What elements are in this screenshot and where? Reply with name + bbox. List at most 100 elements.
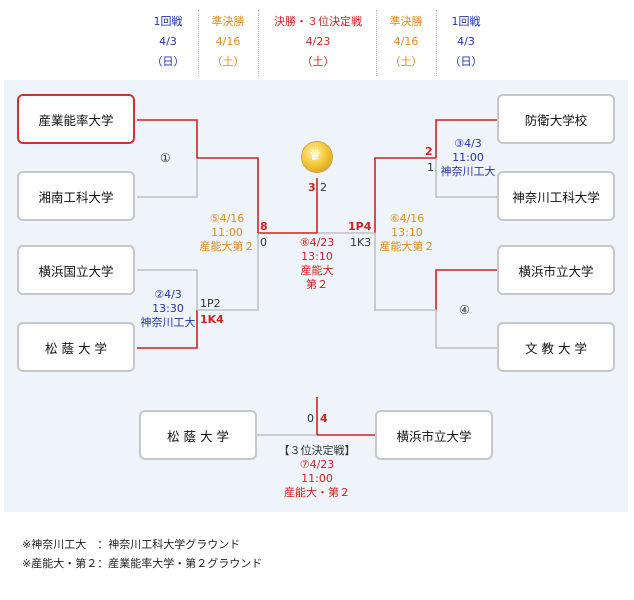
round-name: 決勝・３位決定戦 xyxy=(274,15,362,28)
match5-score-bottom: 0 xyxy=(260,236,267,249)
round-name: 1回戦 xyxy=(451,15,481,28)
match6-date: ⑥4/16 xyxy=(389,212,425,225)
line-m1-bottom xyxy=(137,158,198,198)
match3-time: 11:00 xyxy=(452,151,484,164)
line-m2-bottom xyxy=(137,310,198,349)
final-score-right: 2 xyxy=(320,181,327,194)
line-m2-top xyxy=(137,269,198,310)
team-name: 防衛大学校 xyxy=(524,112,588,128)
match1-label: ① xyxy=(160,151,171,165)
final-info: ⑧4/23 13:10 産能大 第２ xyxy=(287,236,347,292)
team-left-2[interactable]: 湘南工科大学 xyxy=(17,171,135,221)
line-m6-bottom xyxy=(374,233,436,311)
round-day: （日） xyxy=(151,55,185,68)
third-place-info: 【３位決定戦】 ⑦4/23 11:00 産能大・第２ xyxy=(267,444,367,500)
third-place-venue: 産能大・第２ xyxy=(284,486,350,499)
match6-venue: 産能大第２ xyxy=(379,240,435,253)
round-name: 準決勝 xyxy=(389,15,423,28)
round-day: （土） xyxy=(389,55,423,68)
match5-score-top: 8 xyxy=(260,220,268,233)
match5-venue: 産能大第２ xyxy=(199,240,255,253)
match2-score-bottom: 1K4 xyxy=(200,313,224,326)
header-divider xyxy=(376,10,377,76)
third-place-team-left[interactable]: 松 蔭 大 学 xyxy=(139,410,257,460)
trophy-icon: ♛ xyxy=(302,142,332,172)
match5-info: ⑤4/16 11:00 産能大第２ xyxy=(196,212,258,254)
third-place-date: ⑦4/23 xyxy=(299,458,335,471)
match5-time: 11:00 xyxy=(211,226,243,239)
match4-label: ④ xyxy=(459,303,470,317)
match2-date: ②4/3 xyxy=(154,288,182,301)
round-date: 4/16 xyxy=(393,35,419,48)
header-divider xyxy=(258,10,259,76)
team-name: 湘南工科大学 xyxy=(38,189,114,205)
match6-info: ⑥4/16 13:10 産能大第２ xyxy=(377,212,437,254)
match3-info: ③4/3 11:00 神奈川工大 xyxy=(438,137,498,179)
line-m6-top xyxy=(374,157,436,233)
header-divider xyxy=(436,10,437,76)
round-date: 4/3 xyxy=(159,35,177,48)
round-name: 1回戦 xyxy=(153,15,183,28)
round-day: （日） xyxy=(449,55,483,68)
final-time: 13:10 xyxy=(301,250,333,263)
third-score-right: 4 xyxy=(320,412,328,425)
match2-venue: 神奈川工大 xyxy=(140,316,196,329)
line-m3-bottom xyxy=(435,158,497,198)
match3-venue: 神奈川工大 xyxy=(440,165,496,178)
match3-score-top: 2 xyxy=(425,145,433,158)
team-right-3[interactable]: 横浜市立大学 xyxy=(497,245,615,295)
team-name: 横浜市立大学 xyxy=(396,428,472,444)
round-date: 4/16 xyxy=(215,35,241,48)
match6-score-top: 1P4 xyxy=(348,220,372,233)
third-place-team-right[interactable]: 横浜市立大学 xyxy=(375,410,493,460)
header-divider xyxy=(198,10,199,76)
header-round1-right: 1回戦 4/3 （日） xyxy=(438,12,494,72)
line-m5-bottom xyxy=(197,233,259,311)
team-name: 横浜市立大学 xyxy=(518,263,594,279)
team-left-4[interactable]: 松 蔭 大 学 xyxy=(17,322,135,372)
final-score-left: 3 xyxy=(308,181,316,194)
header-round1-left: 1回戦 4/3 （日） xyxy=(140,12,196,72)
final-date: ⑧4/23 xyxy=(299,236,335,249)
final-venue-line1: 産能大 xyxy=(300,264,334,277)
team-name: 産業能率大学 xyxy=(38,112,114,128)
team-name: 神奈川工科大学 xyxy=(512,189,600,205)
team-left-3[interactable]: 横浜国立大学 xyxy=(17,245,135,295)
team-right-4[interactable]: 文 教 大 学 xyxy=(497,322,615,372)
header-final: 決勝・３位決定戦 4/23 （土） xyxy=(262,12,374,72)
match6-time: 13:10 xyxy=(391,226,423,239)
round-day: （土） xyxy=(211,55,245,68)
note-kanagawa: ※神奈川工大 ：神奈川工科大学グラウンド xyxy=(22,538,241,551)
team-right-1[interactable]: 防衛大学校 xyxy=(497,94,615,144)
round-date: 4/23 xyxy=(305,35,331,48)
third-score-left: 0 xyxy=(307,412,314,425)
third-place-title: 【３位決定戦】 xyxy=(278,444,356,457)
line-m1-top xyxy=(137,119,198,158)
match5-date: ⑤4/16 xyxy=(209,212,245,225)
team-right-2[interactable]: 神奈川工科大学 xyxy=(497,171,615,221)
round-name: 準決勝 xyxy=(211,15,245,28)
line-m5-top xyxy=(197,157,259,233)
team-name: 松 蔭 大 学 xyxy=(167,428,229,444)
round-date: 4/3 xyxy=(457,35,475,48)
header-semifinal-left: 準決勝 4/16 （土） xyxy=(200,12,256,72)
match3-date: ③4/3 xyxy=(454,137,482,150)
team-name: 松 蔭 大 学 xyxy=(45,340,107,356)
final-venue-line2: 第２ xyxy=(306,278,328,291)
team-name: 横浜国立大学 xyxy=(38,263,114,279)
header-semifinal-right: 準決勝 4/16 （土） xyxy=(378,12,434,72)
team-left-1[interactable]: 産業能率大学 xyxy=(17,94,135,144)
round-day: （土） xyxy=(301,55,335,68)
match3-score-bottom: 1 xyxy=(427,161,434,174)
match2-score-top: 1P2 xyxy=(200,297,221,310)
note-sannodai: ※産能大・第２：産業能率大学・第２グラウンド xyxy=(22,557,263,570)
match2-time: 13:30 xyxy=(152,302,184,315)
line-m4-bottom xyxy=(435,310,497,349)
line-m3-top xyxy=(435,119,497,158)
match2-info: ②4/3 13:30 神奈川工大 xyxy=(140,288,196,330)
line-m4-top xyxy=(435,269,497,310)
third-place-time: 11:00 xyxy=(301,472,333,485)
match6-score-bottom: 1K3 xyxy=(350,236,372,249)
team-name: 文 教 大 学 xyxy=(525,340,587,356)
